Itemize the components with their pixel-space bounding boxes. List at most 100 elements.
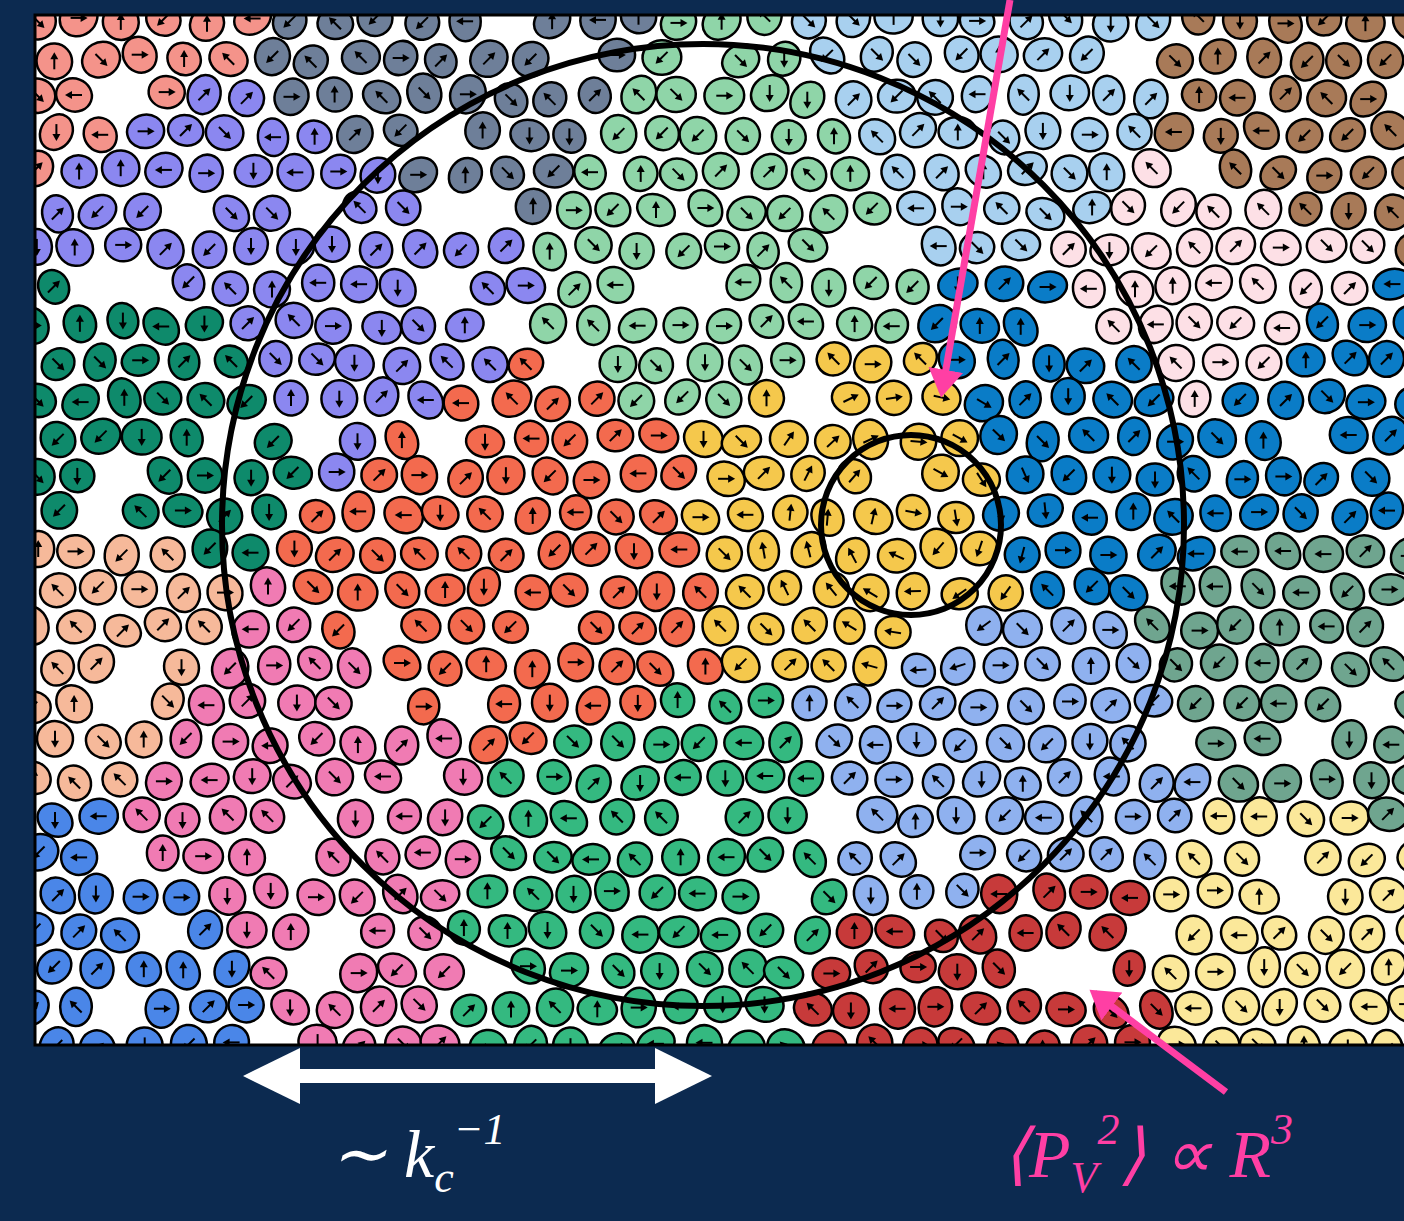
cell — [485, 150, 531, 196]
cell — [488, 606, 532, 648]
cell — [1021, 109, 1064, 153]
cell — [1000, 228, 1041, 262]
cell — [203, 112, 247, 153]
cell — [120, 946, 168, 993]
cell — [341, 39, 382, 75]
cell — [313, 685, 354, 722]
cell — [1069, 417, 1109, 453]
cell — [183, 71, 225, 117]
cell — [437, 379, 486, 428]
cell — [1325, 1026, 1370, 1045]
cell — [1302, 299, 1343, 345]
cell — [763, 565, 807, 610]
panel — [35, 15, 1404, 1045]
cell — [1082, 907, 1133, 958]
cell — [118, 341, 162, 380]
cell — [848, 871, 894, 921]
cell — [1237, 1026, 1279, 1045]
cell — [1235, 875, 1283, 918]
cell — [468, 1028, 508, 1045]
cell — [855, 794, 901, 836]
cell — [60, 987, 93, 1026]
cell — [618, 151, 664, 197]
cell — [938, 502, 974, 534]
cell — [1345, 305, 1389, 346]
cell — [35, 530, 55, 567]
cell — [1083, 831, 1129, 878]
cell — [659, 303, 702, 347]
cell — [871, 684, 917, 728]
pointer-arrow — [942, 0, 1010, 392]
cell — [117, 873, 164, 920]
cell — [660, 227, 708, 275]
cell — [1326, 877, 1365, 916]
cell — [271, 453, 315, 492]
cell — [121, 418, 163, 455]
cell — [1022, 488, 1069, 533]
cell — [1025, 801, 1064, 834]
cell — [525, 451, 574, 502]
cell — [746, 912, 785, 949]
cell — [167, 342, 202, 382]
cell — [527, 76, 574, 123]
cell — [399, 305, 438, 346]
cell — [55, 533, 96, 570]
cell — [549, 573, 588, 608]
cell — [685, 950, 725, 989]
cell — [786, 151, 833, 197]
cell — [1194, 951, 1237, 992]
cell — [124, 111, 167, 151]
cell — [547, 416, 593, 464]
cell — [808, 645, 850, 686]
cell — [310, 70, 358, 118]
cell — [1282, 1021, 1326, 1045]
subscript: c — [434, 1153, 454, 1202]
cell — [354, 15, 397, 40]
cell — [313, 306, 353, 346]
cell — [848, 492, 899, 540]
cell — [75, 35, 126, 85]
cell — [207, 944, 256, 994]
cell — [1365, 337, 1404, 381]
cell — [1039, 905, 1087, 954]
cell — [1022, 193, 1070, 236]
cell — [51, 73, 96, 116]
cell — [316, 15, 354, 40]
cell — [330, 109, 379, 159]
cell — [1303, 373, 1351, 420]
cell — [615, 608, 660, 649]
cell — [423, 953, 465, 991]
cell — [743, 298, 790, 344]
cell — [1089, 72, 1128, 117]
cell — [552, 871, 595, 916]
cell — [686, 342, 724, 383]
cell — [1069, 114, 1112, 155]
cell — [1152, 264, 1194, 308]
cell — [421, 793, 469, 842]
cell — [933, 1022, 981, 1045]
cell — [101, 150, 140, 187]
cell — [1368, 412, 1404, 460]
cell — [482, 221, 531, 270]
cell — [574, 907, 618, 953]
cell — [615, 229, 659, 274]
cell — [164, 571, 203, 615]
cell — [655, 449, 703, 496]
cell — [591, 188, 636, 231]
cell — [226, 77, 267, 119]
cell — [231, 457, 271, 499]
cell — [372, 262, 423, 314]
cell — [99, 609, 146, 652]
cell — [1091, 454, 1133, 495]
cell — [35, 379, 60, 421]
cell — [636, 568, 678, 614]
cell — [1265, 378, 1307, 422]
cell — [183, 839, 224, 874]
cell — [247, 867, 294, 914]
cell — [600, 575, 638, 610]
cell — [52, 760, 97, 806]
cell — [396, 224, 444, 274]
cell — [118, 490, 164, 534]
cell — [423, 571, 467, 608]
cell — [395, 980, 444, 1029]
